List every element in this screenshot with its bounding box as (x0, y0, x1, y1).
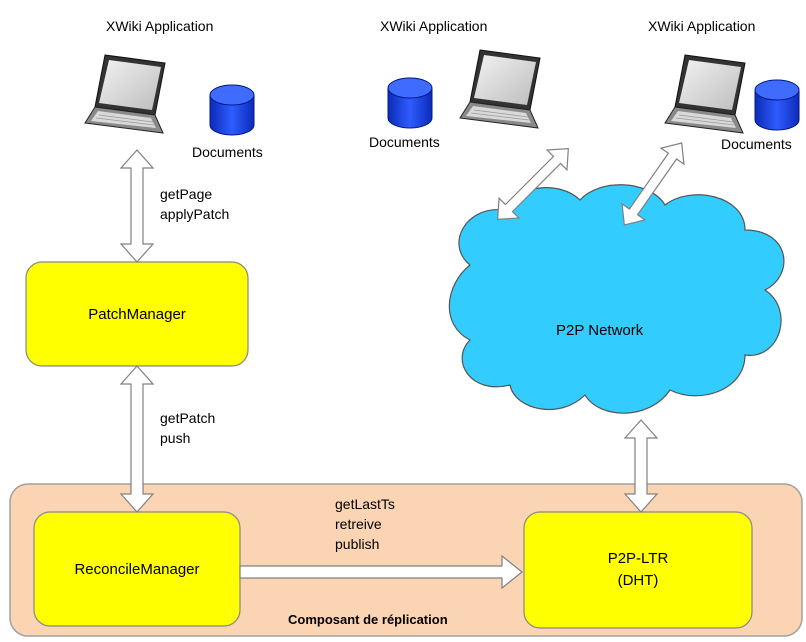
p2p-network-cloud (448, 184, 785, 414)
documents-label-2: Documents (369, 134, 440, 150)
laptop-icon-3 (664, 54, 746, 134)
reconcile-manager-label: ReconcileManager (34, 512, 240, 626)
app-title-2: XWiki Application (380, 18, 488, 34)
edge-label-push: push (160, 430, 191, 446)
database-icon-2 (387, 77, 433, 129)
arrow-app3-network (621, 142, 685, 226)
p2p-ltr-label: P2P-LTR (DHT) (524, 512, 752, 628)
replication-component-label: Composant de réplication (288, 612, 448, 627)
patch-manager-text: PatchManager (88, 305, 186, 323)
edge-label-getpatch: getPatch (160, 410, 216, 426)
documents-label-1: Documents (192, 144, 263, 160)
app-title-3: XWiki Application (648, 18, 756, 34)
database-icon-1 (209, 84, 255, 136)
p2p-ltr-text: P2P-LTR (607, 550, 669, 567)
arrow-app2-network (497, 148, 569, 220)
reconcile-manager-text: ReconcileManager (74, 560, 200, 578)
arrow-reconcile-ltr (239, 554, 523, 590)
laptop-icon-2 (459, 49, 541, 129)
arrow-app-patchmanager (119, 149, 155, 263)
arrow-patchmanager-reconcile (119, 365, 155, 513)
edge-label-retreive: retreive (335, 516, 382, 532)
dht-text: (DHT) (617, 572, 659, 589)
patch-manager-label: PatchManager (26, 262, 248, 366)
app-title-1: XWiki Application (106, 18, 214, 34)
arrow-network-ltr (623, 419, 659, 513)
edge-label-getpage: getPage (160, 186, 213, 202)
edge-label-applypatch: applyPatch (160, 206, 230, 222)
p2p-network-label: P2P Network (556, 322, 644, 339)
laptop-icon-1 (84, 54, 166, 134)
database-icon-3 (754, 79, 800, 131)
edge-label-publish: publish (335, 536, 380, 552)
documents-label-3: Documents (721, 136, 792, 152)
p2p-ltr-box (523, 511, 753, 629)
edge-label-getlastts: getLastTs (335, 496, 395, 512)
